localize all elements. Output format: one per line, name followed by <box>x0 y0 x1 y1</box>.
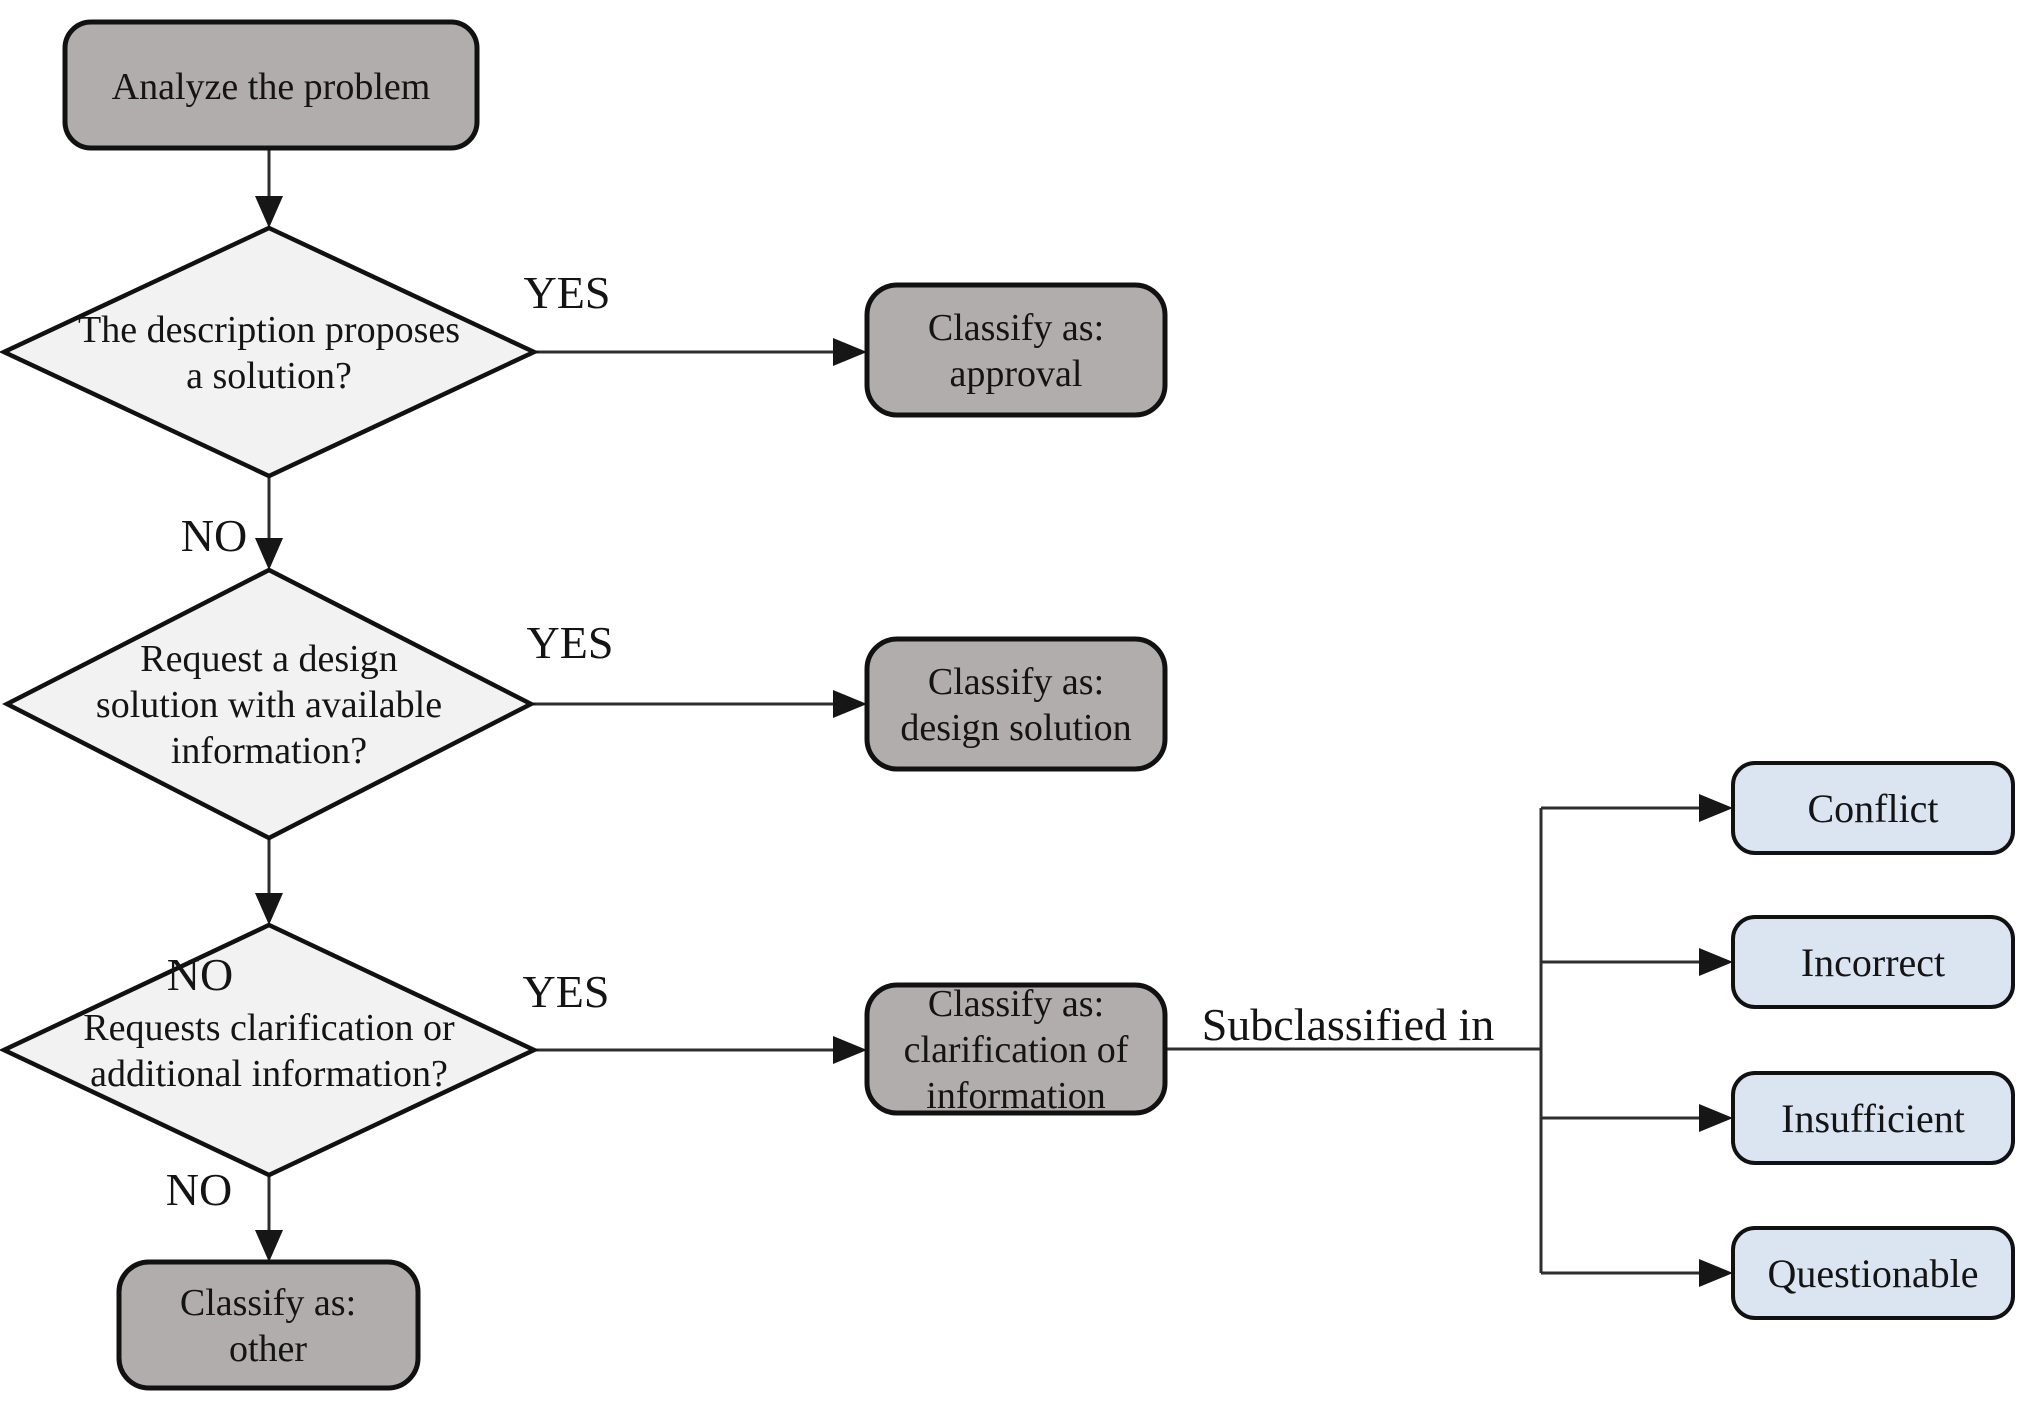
arrowhead-right-clarification <box>833 1036 867 1064</box>
classify-other-label-line1: Classify as: <box>180 1282 356 1324</box>
arrowhead-right-design <box>833 690 867 718</box>
edge-no3-label: NO <box>166 1164 232 1215</box>
classify-clarification-label-line3: information <box>926 1075 1105 1117</box>
decision3-label-line1: Requests clarification or <box>83 1007 455 1049</box>
decision2-label-line3: information? <box>171 730 367 772</box>
arrowheads <box>255 196 1733 1287</box>
classify-approval-label-line2: approval <box>950 353 1083 395</box>
decision1-label-line1: The description proposes <box>78 309 460 351</box>
arrowhead-down-decision1 <box>255 196 283 228</box>
arrowhead-down-decision2 <box>255 538 283 570</box>
decision2-label-line1: Request a design <box>140 638 398 680</box>
decision2-shape <box>2 567 536 841</box>
edge-yes1-label: YES <box>524 267 611 318</box>
edge-no2-label: NO <box>167 949 233 1000</box>
sub-incorrect-label: Incorrect <box>1801 940 1945 985</box>
classify-design-solution-label-line2: design solution <box>900 707 1131 749</box>
decision1-shape <box>0 225 540 479</box>
sub-questionable-label: Questionable <box>1767 1251 1978 1296</box>
start-node-shape <box>62 19 480 151</box>
classify-design-solution-shape <box>864 636 1168 772</box>
edge-yes2-label: YES <box>527 617 614 668</box>
decision1-label-line2: a solution? <box>186 355 352 397</box>
sub-incorrect-shape <box>1731 915 2015 1009</box>
arrowhead-right-questionable <box>1699 1259 1733 1287</box>
classify-other-shape <box>116 1259 421 1391</box>
sub-insufficient-label: Insufficient <box>1781 1096 1965 1141</box>
node-shapes <box>0 19 2015 1391</box>
arrowhead-down-decision3 <box>255 893 283 925</box>
sub-conflict-shape <box>1731 761 2015 855</box>
decision2-label-line2: solution with available <box>96 684 442 726</box>
labels: Analyze the problem The description prop… <box>78 66 1979 1370</box>
connector-lines <box>267 148 1703 1275</box>
classify-clarification-label-line1: Classify as: <box>928 983 1104 1025</box>
edge-no1-label: NO <box>181 510 247 561</box>
classify-approval-shape <box>864 282 1168 418</box>
decision3-shape <box>0 922 540 1178</box>
edge-subclassified-label: Subclassified in <box>1202 999 1495 1050</box>
classify-other-label-line2: other <box>229 1328 307 1370</box>
start-node-label: Analyze the problem <box>112 66 431 108</box>
arrowhead-right-approval <box>833 338 867 366</box>
classify-clarification-shape <box>864 982 1168 1116</box>
arrowhead-right-conflict <box>1699 794 1733 822</box>
classify-clarification-label-line2: clarification of <box>904 1029 1129 1071</box>
decision3-label-line2: additional information? <box>90 1053 448 1095</box>
sub-conflict-label: Conflict <box>1807 786 1938 831</box>
arrowhead-down-other <box>255 1230 283 1262</box>
sub-insufficient-shape <box>1731 1071 2015 1165</box>
classify-design-solution-label-line1: Classify as: <box>928 661 1104 703</box>
classify-approval-label-line1: Classify as: <box>928 307 1104 349</box>
edge-yes3-label: YES <box>523 966 610 1017</box>
sub-questionable-shape <box>1731 1226 2015 1320</box>
arrowhead-right-insufficient <box>1699 1104 1733 1132</box>
arrowhead-right-incorrect <box>1699 948 1733 976</box>
